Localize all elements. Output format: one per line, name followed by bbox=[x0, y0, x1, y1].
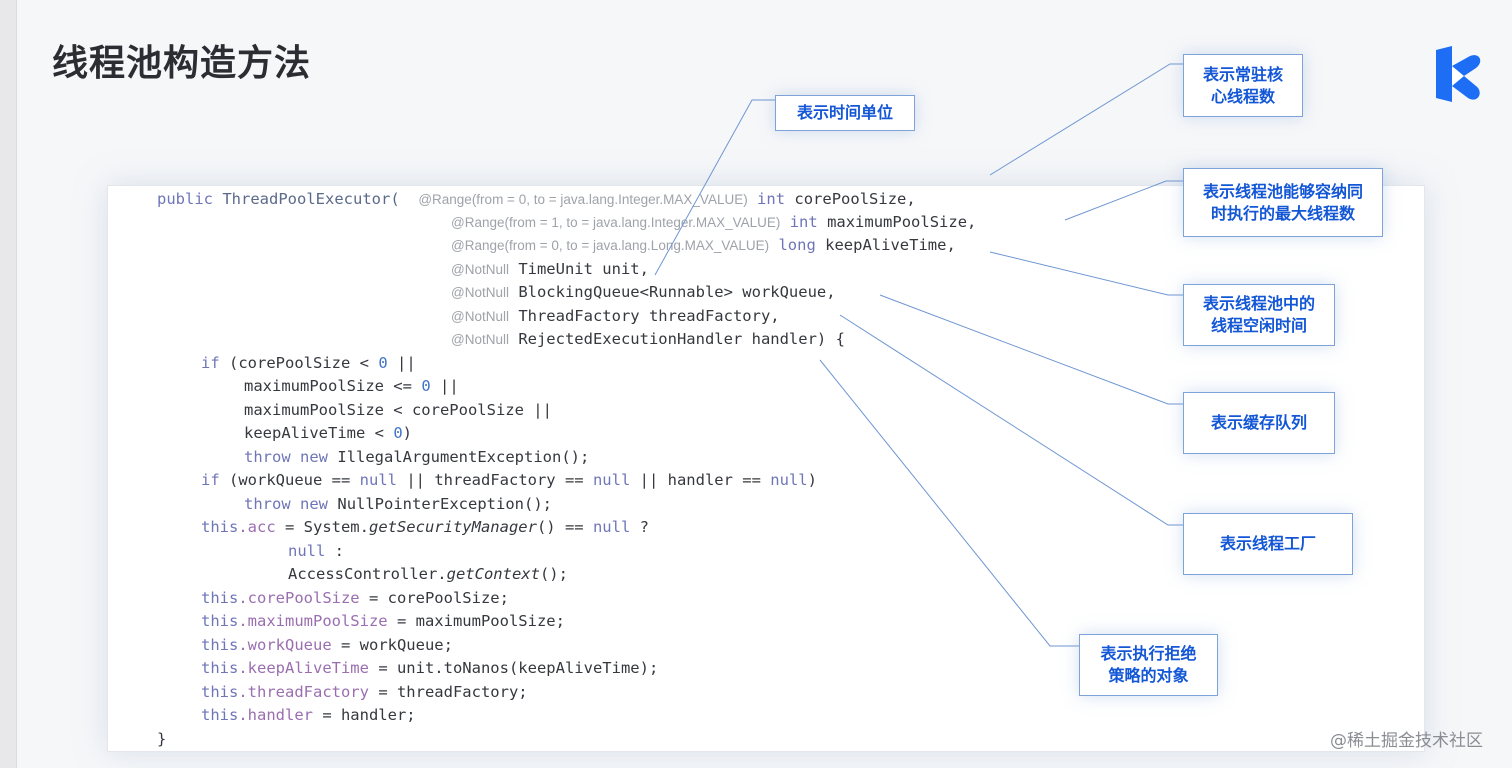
connector-core-pool bbox=[989, 63, 1183, 176]
code-line-22: this.threadFactory = threadFactory; bbox=[201, 683, 528, 701]
code-panel: public ThreadPoolExecutor( @Range(from =… bbox=[107, 185, 1425, 752]
code-line-18: this.corePoolSize = corePoolSize; bbox=[201, 589, 509, 607]
code-line-4: @NotNull TimeUnit unit, bbox=[451, 260, 649, 278]
code-line-21: this.keepAliveTime = unit.toNanos(keepAl… bbox=[201, 659, 659, 677]
callout-thread-factory: 表示线程工厂 bbox=[1183, 513, 1353, 575]
code-line-23: this.handler = handler; bbox=[201, 706, 416, 724]
watermark: @稀土掘金技术社区 bbox=[1330, 731, 1483, 751]
code-line-15: this.acc = System.getSecurityManager() =… bbox=[201, 518, 649, 536]
code-line-11: keepAliveTime < 0) bbox=[244, 424, 412, 442]
code-line-16: null : bbox=[288, 542, 344, 560]
code-line-6: @NotNull ThreadFactory threadFactory, bbox=[451, 307, 780, 325]
code-line-13: if (workQueue == null || threadFactory =… bbox=[201, 471, 817, 489]
code-line-12: throw new IllegalArgumentException(); bbox=[244, 448, 590, 466]
brand-k-logo-icon bbox=[1436, 46, 1481, 102]
code-line-9: maximumPoolSize <= 0 || bbox=[244, 377, 459, 395]
code-line-19: this.maximumPoolSize = maximumPoolSize; bbox=[201, 612, 565, 630]
code-line-7: @NotNull RejectedExecutionHandler handle… bbox=[451, 330, 845, 348]
code-line-2: @Range(from = 1, to = java.lang.Integer.… bbox=[451, 213, 977, 231]
code-line-20: this.workQueue = workQueue; bbox=[201, 636, 453, 654]
slide-title: 线程池构造方法 bbox=[52, 43, 312, 84]
left-edge-strip bbox=[0, 0, 17, 768]
code-line-17: AccessController.getContext(); bbox=[288, 565, 568, 583]
code-line-14: throw new NullPointerException(); bbox=[244, 495, 552, 513]
callout-rejected-handler: 表示执行拒绝策略的对象 bbox=[1079, 634, 1218, 696]
code-line-3: @Range(from = 0, to = java.lang.Long.MAX… bbox=[451, 236, 956, 254]
code-line-24: } bbox=[157, 730, 167, 748]
code-line-8: if (corePoolSize < 0 || bbox=[201, 354, 416, 372]
code-line-5: @NotNull BlockingQueue<Runnable> workQue… bbox=[451, 283, 836, 301]
callout-keep-alive-time: 表示线程池中的线程空闲时间 bbox=[1183, 284, 1335, 346]
callout-work-queue: 表示缓存队列 bbox=[1183, 392, 1335, 454]
callout-maximum-pool-size: 表示线程池能够容纳同时执行的最大线程数 bbox=[1183, 168, 1383, 237]
callout-time-unit: 表示时间单位 bbox=[775, 95, 915, 131]
code-line-10: maximumPoolSize < corePoolSize || bbox=[244, 401, 552, 419]
callout-core-pool-size: 表示常驻核心线程数 bbox=[1183, 54, 1303, 117]
code-line-1: public ThreadPoolExecutor( @Range(from =… bbox=[157, 190, 916, 208]
